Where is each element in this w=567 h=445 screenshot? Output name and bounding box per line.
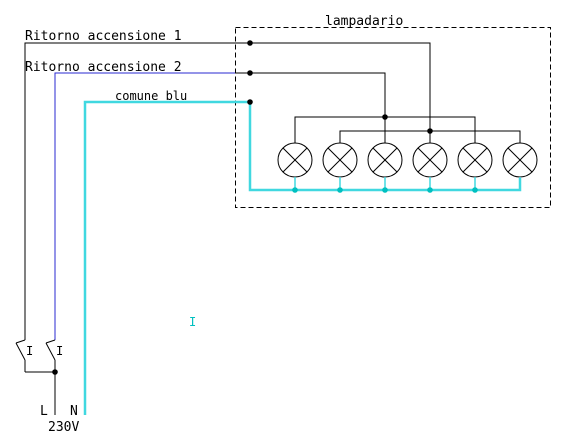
neutral-label: N bbox=[70, 404, 78, 419]
lamp-icon bbox=[502, 142, 538, 190]
common-label: comune blu bbox=[115, 89, 187, 103]
return2-label: Ritorno accensione 2 bbox=[25, 60, 182, 75]
switch-1 bbox=[15, 339, 26, 372]
lamp-icon bbox=[412, 142, 448, 193]
bus2-junction bbox=[382, 114, 388, 120]
chandelier-enclosure bbox=[235, 27, 551, 208]
neutral-junction bbox=[472, 187, 478, 193]
switch-2 bbox=[45, 339, 56, 361]
neutral-junction bbox=[382, 187, 388, 193]
lamp-icon bbox=[277, 142, 313, 193]
voltage-label: 230V bbox=[48, 420, 79, 435]
switch-1-mark: I bbox=[26, 344, 33, 358]
lamp-icon bbox=[457, 142, 493, 193]
lamp-icon bbox=[367, 142, 403, 193]
return1-wire bbox=[24, 42, 431, 340]
switch-2-mark: I bbox=[56, 344, 63, 358]
common-terminal bbox=[247, 99, 253, 105]
chandelier-label: lampadario bbox=[325, 14, 403, 29]
lamp-icon bbox=[322, 142, 358, 193]
neutral-junction bbox=[427, 187, 433, 193]
neutral-junction bbox=[337, 187, 343, 193]
bus1-junction bbox=[427, 128, 433, 134]
line-label: L bbox=[40, 404, 48, 419]
neutral-junction bbox=[292, 187, 298, 193]
return2-wire-blue bbox=[54, 72, 235, 340]
return2-terminal bbox=[247, 70, 253, 76]
switch-common-wire bbox=[25, 360, 56, 373]
return1-terminal bbox=[247, 40, 253, 46]
return1-label: Ritorno accensione 1 bbox=[25, 29, 182, 44]
lamps bbox=[277, 142, 538, 193]
return2-wire bbox=[235, 72, 386, 117]
stray-mark: I bbox=[189, 315, 196, 329]
